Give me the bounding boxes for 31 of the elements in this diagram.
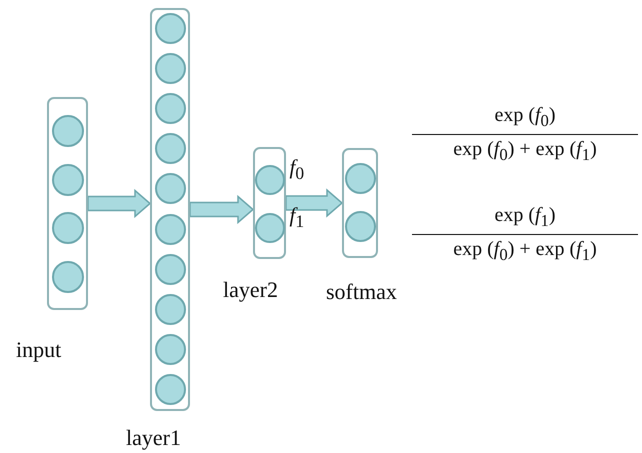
neuron-circle xyxy=(52,164,84,196)
layer-label: input xyxy=(16,337,62,363)
neuron-circle xyxy=(254,213,284,243)
neuron-circle xyxy=(52,115,84,147)
neuron-circle xyxy=(154,334,186,366)
neuron-circle xyxy=(154,133,186,164)
neuron-circle xyxy=(154,294,186,325)
neuron-circle xyxy=(154,173,186,204)
neuron-circle xyxy=(344,210,376,242)
formula-numerator: exp (f$_{1}$) xyxy=(493,204,557,231)
neuron-circle xyxy=(344,162,376,194)
neuron-circle xyxy=(154,214,186,244)
neuron-circle xyxy=(154,12,186,44)
formula-numerator: exp (f$_{0}$) xyxy=(493,104,557,131)
neuron-circle xyxy=(154,92,186,124)
formula-denominator: exp (f$_{0}$) + exp (f$_{1}$) xyxy=(452,238,598,265)
neuron-circle xyxy=(154,374,186,406)
neuron-circle xyxy=(52,260,84,292)
layer-label: layer2 xyxy=(223,277,278,303)
block-arrow xyxy=(189,194,254,224)
layer-label: softmax xyxy=(326,279,397,305)
layer-label: layer1 xyxy=(126,425,181,451)
block-arrow xyxy=(285,188,344,218)
neuron-circle xyxy=(254,165,284,195)
output-label: f$_{0}$ xyxy=(290,155,304,184)
block-arrow xyxy=(87,188,152,218)
output-label: f$_{1}$ xyxy=(290,203,304,232)
formula-denominator: exp (f$_{0}$) + exp (f$_{1}$) xyxy=(452,138,598,165)
neuron-circle xyxy=(154,52,186,84)
neuron-circle xyxy=(52,212,84,244)
neuron-circle xyxy=(154,254,186,285)
